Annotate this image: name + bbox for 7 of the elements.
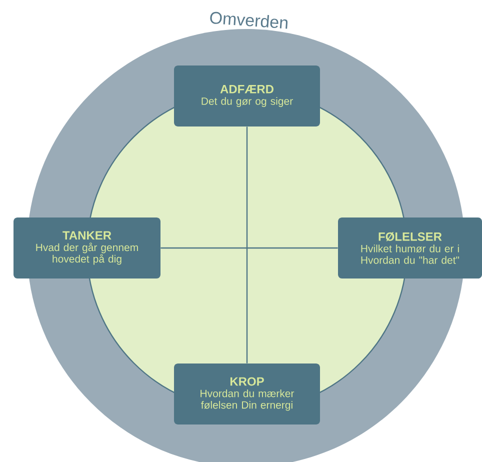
label-box: ADFÆRD Det du gør og siger	[174, 66, 320, 126]
label-box: TANKER Hvad der går gennem hovedet på dig	[14, 218, 160, 278]
label-box: FØLELSER Hvilket humør du er i Hvordan du "har det"	[338, 218, 482, 278]
connector-line	[160, 247, 338, 249]
label-box: KROP Hvordan du mærker følelsen Din ernergi	[174, 364, 320, 424]
connector-line	[246, 126, 248, 364]
ring-heading: Omverden	[210, 12, 288, 29]
